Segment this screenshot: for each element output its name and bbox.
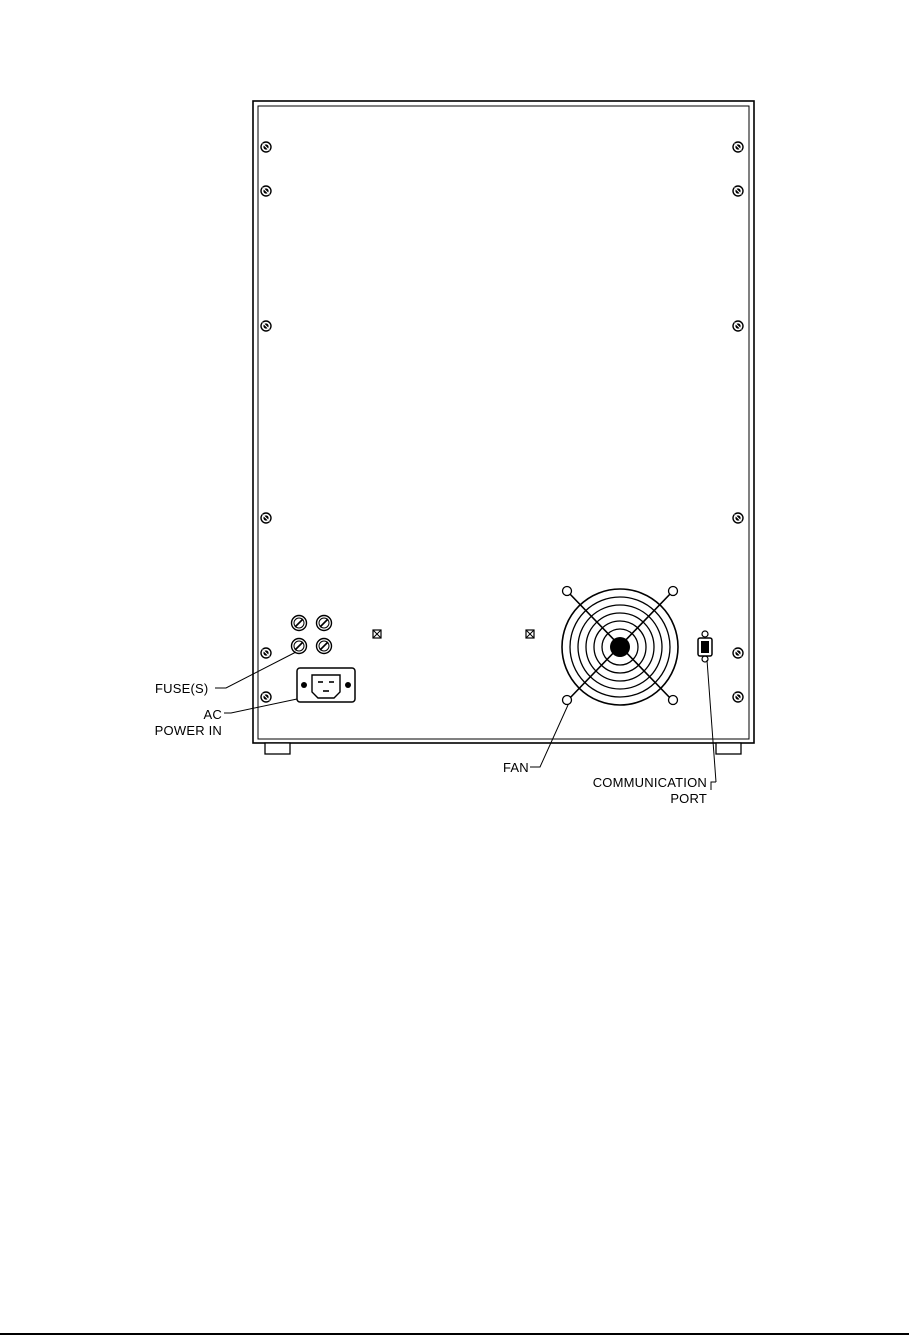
label-power-in: POWER IN xyxy=(155,723,222,738)
screw-icon xyxy=(733,692,743,702)
right-foot xyxy=(716,743,741,754)
screw-icon xyxy=(261,186,271,196)
screw-icon xyxy=(733,142,743,152)
screw-icon xyxy=(733,186,743,196)
ac-power-inlet xyxy=(297,668,355,702)
mount-screw-icon xyxy=(373,630,381,638)
screw-icon xyxy=(261,648,271,658)
mount-screw-icon xyxy=(526,630,534,638)
label-fan: FAN xyxy=(503,760,529,775)
screw-icon xyxy=(733,648,743,658)
label-communication: COMMUNICATION xyxy=(593,775,707,790)
screw-icon xyxy=(261,321,271,331)
label-fuses: FUSE(S) xyxy=(155,681,208,696)
screw-icon xyxy=(733,321,743,331)
fuse-icon xyxy=(292,616,307,631)
screw-icon xyxy=(261,692,271,702)
cabinet-feet xyxy=(265,743,741,754)
screw-icon xyxy=(261,142,271,152)
fuse-icon xyxy=(317,639,332,654)
screw-icon xyxy=(733,513,743,523)
fan-grille xyxy=(562,587,678,706)
label-port: PORT xyxy=(670,791,707,806)
fuse-icon xyxy=(317,616,332,631)
label-ac: AC xyxy=(204,707,222,722)
left-foot xyxy=(265,743,290,754)
page-footer-rule xyxy=(0,1333,909,1335)
screw-icon xyxy=(261,513,271,523)
fuse-icon xyxy=(292,639,307,654)
